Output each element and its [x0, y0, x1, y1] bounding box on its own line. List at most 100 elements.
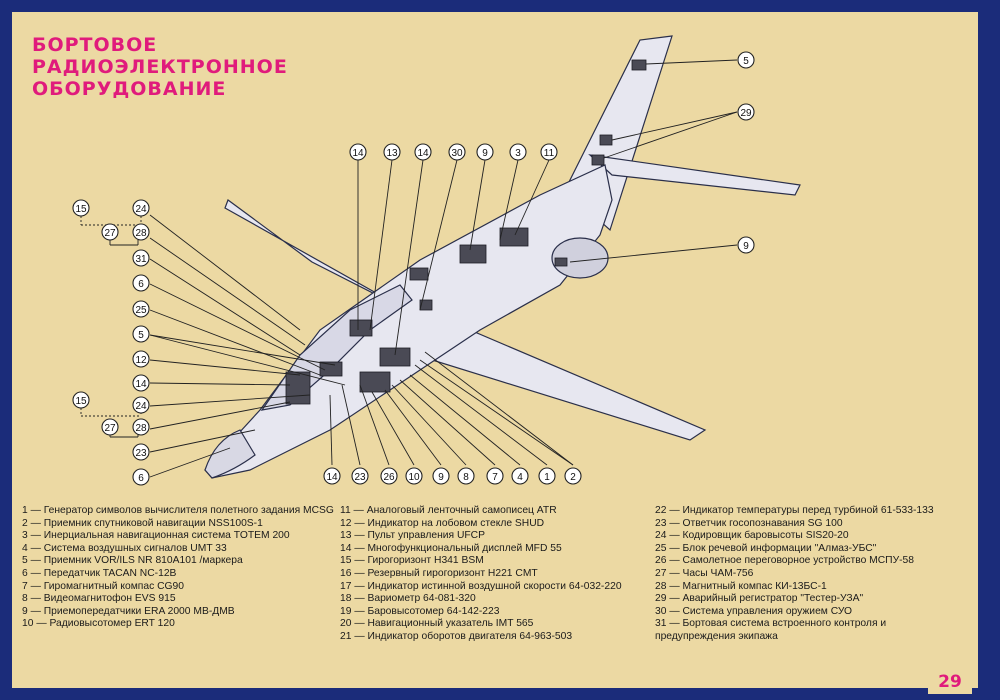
- legend-item: 8 — Видеомагнитофон EVS 915: [22, 593, 176, 605]
- callout-13: 13: [383, 143, 401, 161]
- svg-text:5: 5: [138, 330, 144, 341]
- callout-9: 9: [737, 236, 755, 254]
- leader-lines: [149, 59, 738, 478]
- svg-text:8: 8: [463, 472, 469, 483]
- callout-31: 31: [132, 249, 150, 267]
- svg-text:9: 9: [743, 241, 749, 252]
- nose-cone: [204, 429, 256, 479]
- equipment-unit: [554, 257, 568, 267]
- equipment-unit: [285, 371, 311, 405]
- legend-item: 10 — Радиовысотомер ERT 120: [22, 618, 175, 630]
- equipment-unit: [319, 361, 343, 377]
- svg-text:11: 11: [544, 148, 555, 159]
- legend-item: 28 — Магнитный компас КИ-13БС-1: [655, 580, 827, 592]
- title-line-2: РАДИОЭЛЕКТРОННОЕ: [32, 56, 288, 78]
- legend-item: 20 — Навигационный указатель IMT 565: [340, 618, 534, 630]
- equipment-unit: [459, 244, 487, 264]
- title-line-1: БОРТОВОЕ: [32, 34, 158, 56]
- equipment-unit: [599, 134, 613, 146]
- equipment-unit: [631, 59, 647, 71]
- legend-item: 15 — Гирогоризонт Н341 BSM: [340, 555, 484, 567]
- svg-text:28: 28: [135, 228, 147, 239]
- callout-14: 14: [349, 143, 367, 161]
- svg-text:24: 24: [135, 401, 147, 412]
- legend-item: 31 — Бортовая система встроенного контро…: [655, 618, 887, 642]
- svg-text:14: 14: [417, 148, 429, 159]
- callout-8: 8: [457, 467, 475, 485]
- legend-item: 16 — Резервный гирогоризонт Н221 CMT: [340, 567, 538, 579]
- callout-9: 9: [432, 467, 450, 485]
- callout-23: 23: [132, 443, 150, 461]
- svg-text:14: 14: [135, 379, 147, 390]
- callout-3: 3: [509, 143, 527, 161]
- callout-6: 6: [132, 274, 150, 292]
- callout-1: 1: [538, 467, 556, 485]
- equipment-unit: [359, 371, 391, 393]
- legend-item: 1 — Генератор символов вычислителя полет…: [22, 505, 334, 516]
- svg-text:10: 10: [408, 472, 420, 483]
- legend-item: 9 — Приемопередатчики ERA 2000 МВ-ДМВ: [22, 605, 235, 617]
- svg-text:6: 6: [138, 279, 144, 290]
- svg-text:7: 7: [492, 472, 498, 483]
- legend-item: 12 — Индикатор на лобовом стекле SHUD: [340, 517, 545, 529]
- callout-2: 2: [564, 467, 582, 485]
- svg-text:1: 1: [544, 472, 550, 483]
- svg-text:15: 15: [75, 396, 87, 407]
- svg-text:5: 5: [743, 56, 749, 67]
- svg-text:9: 9: [438, 472, 444, 483]
- svg-text:24: 24: [135, 204, 147, 215]
- svg-text:29: 29: [740, 108, 752, 119]
- legend-column-3: 22 — Индикатор температуры перед турбино…: [655, 505, 960, 644]
- svg-text:14: 14: [352, 148, 364, 159]
- fuselage: [204, 164, 613, 479]
- equipment-units: [285, 59, 647, 405]
- legend-item: 30 — Система управления оружием СУО: [655, 605, 853, 617]
- legend-item: 26 — Самолетное переговорное устройство …: [655, 555, 915, 567]
- svg-text:13: 13: [386, 148, 398, 159]
- svg-text:3: 3: [515, 148, 521, 159]
- callout-15: 15: [72, 391, 90, 409]
- callout-24: 24: [132, 199, 150, 217]
- svg-text:23: 23: [354, 472, 366, 483]
- legend-item: 7 — Гиромагнитный компас CG90: [22, 580, 184, 592]
- callout-25: 25: [132, 300, 150, 318]
- legend-item: 22 — Индикатор температуры перед турбино…: [655, 505, 934, 516]
- callout-26: 26: [380, 467, 398, 485]
- callout-10: 10: [405, 467, 423, 485]
- equipment-unit: [379, 347, 411, 367]
- legend-column-2: 11 — Аналоговый ленточный самописец ATR …: [340, 505, 660, 644]
- legend-item: 29 — Аварийный регистратор "Тестер-УЗА": [655, 593, 864, 605]
- legend-item: 6 — Передатчик TACAN NC-12B: [22, 567, 177, 579]
- svg-text:2: 2: [570, 472, 576, 483]
- callout-15: 15: [72, 199, 90, 217]
- callout-12: 12: [132, 350, 150, 368]
- legend-column-1: 1 — Генератор символов вычислителя полет…: [22, 505, 342, 631]
- equipment-unit: [499, 227, 529, 247]
- svg-text:26: 26: [383, 472, 395, 483]
- legend-item: 2 — Приемник спутниковой навигации NSS10…: [22, 517, 263, 529]
- callout-23: 23: [351, 467, 369, 485]
- svg-text:27: 27: [104, 423, 116, 434]
- callout-27: 27: [101, 418, 119, 436]
- legend-item: 14 — Многофункциональный дисплей MFD 55: [340, 542, 562, 554]
- svg-text:27: 27: [104, 228, 116, 239]
- callout-7: 7: [486, 467, 504, 485]
- callout-14: 14: [132, 374, 150, 392]
- legend-item: 19 — Баровысотомер 64-142-223: [340, 605, 500, 617]
- legend-item: 11 — Аналоговый ленточный самописец ATR: [340, 505, 557, 516]
- legend-item: 5 — Приемник VOR/ILS NR 810A101 /маркера: [22, 555, 243, 567]
- svg-text:23: 23: [135, 448, 147, 459]
- callout-5: 5: [737, 51, 755, 69]
- svg-text:28: 28: [135, 423, 147, 434]
- svg-text:25: 25: [135, 305, 147, 316]
- equipment-unit: [419, 299, 433, 311]
- legend-item: 17 — Индикатор истинной воздушной скорос…: [340, 580, 622, 592]
- page-number: 29: [928, 670, 972, 694]
- page-title: БОРТОВОЕ РАДИОЭЛЕКТРОННОЕ ОБОРУДОВАНИЕ: [32, 34, 288, 100]
- legend-item: 27 — Часы ЧАМ-756: [655, 567, 754, 579]
- callout-27: 27: [101, 223, 119, 241]
- svg-text:30: 30: [451, 148, 463, 159]
- callouts: 15 24 27 28 31 6 25 5 12 14 15 24 27 28 …: [72, 51, 755, 486]
- callout-5: 5: [132, 325, 150, 343]
- equipment-unit: [349, 319, 373, 337]
